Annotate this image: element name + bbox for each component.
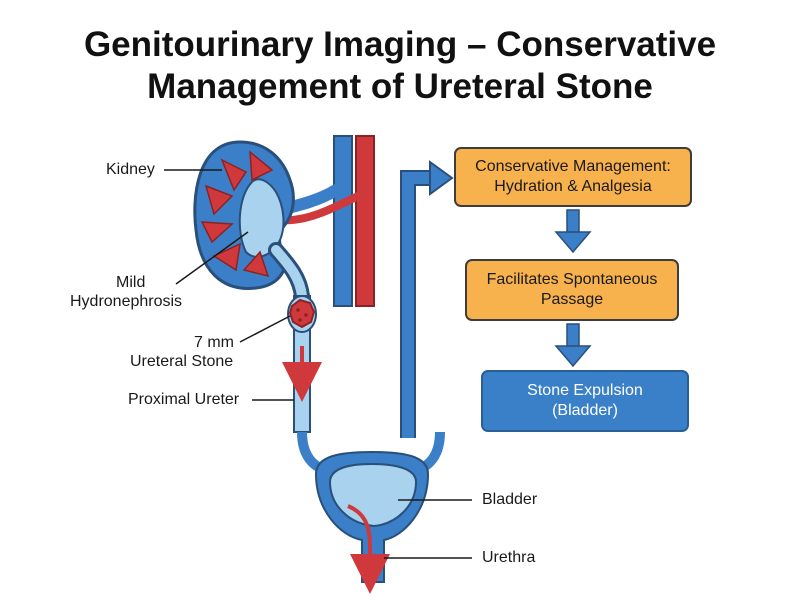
page-title-line-1: Genitourinary Imaging – Conservative [83,25,717,64]
great-vessels [274,135,375,307]
page-title-line-2: Management of Ureteral Stone [147,67,653,106]
flow-down-arrow-1 [554,209,592,254]
stone-size-label: 7 mm [194,334,234,351]
bladder-shape [297,431,445,594]
urethra-label: Urethra [482,549,536,566]
bladder-label: Bladder [482,491,538,508]
kidney-label: Kidney [106,161,155,178]
flow-step-spontaneous-passage: Facilitates Spontaneous Passage [465,259,679,321]
stone-label: Ureteral Stone [130,353,234,370]
proximal-ureter-label: Proximal Ureter [128,391,240,408]
hydronephrosis-label-line-2: Hydronephrosis [70,293,183,310]
flow-connector-arrow [400,160,454,438]
flow-down-arrow-2 [554,323,592,368]
flow-step-3-line-2: (Bladder) [552,402,618,419]
flow-step-conservative-management: Conservative Management: Hydration & Ana… [454,147,692,207]
kidney-shape [193,140,295,290]
ureteral-stone [288,298,316,329]
flow-step-3-line-1: Stone Expulsion [527,382,643,399]
hydronephrosis-label-line-1: Mild [116,274,146,291]
flow-step-2-line-2: Passage [540,291,604,308]
flow-step-2-line-1: Facilitates Spontaneous [486,271,658,288]
flow-step-1-line-1: Conservative Management: [475,158,671,175]
leader-lines [164,169,472,559]
ureter [268,242,322,433]
flow-step-stone-expulsion: Stone Expulsion (Bladder) [481,370,689,432]
flow-step-1-line-2: Hydration & Analgesia [494,178,652,195]
